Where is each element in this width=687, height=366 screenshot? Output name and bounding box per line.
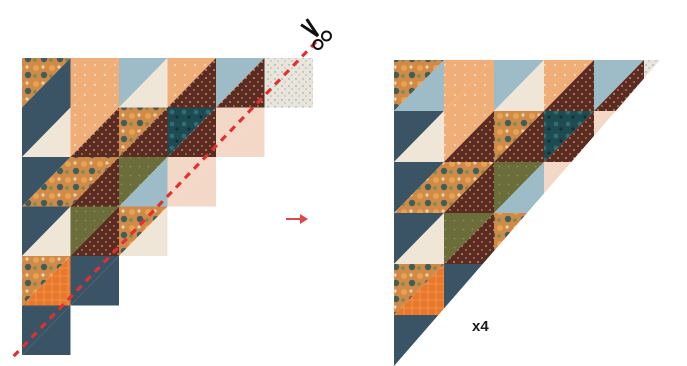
right-block-r0-c1-bottom-triangle bbox=[444, 60, 494, 111]
count-label: x4 bbox=[472, 318, 489, 335]
right-block-r3-c0-bottom-triangle bbox=[394, 213, 444, 264]
right-block-r1-c0-bottom-triangle bbox=[394, 111, 444, 162]
right-block-r1-c3-bottom-triangle bbox=[544, 111, 594, 162]
left-block-r2-c1-bottom-triangle bbox=[70, 157, 119, 207]
left-block-r1-c2-bottom-triangle bbox=[119, 107, 168, 157]
left-block-r0-c5-bottom-triangle bbox=[264, 58, 313, 108]
left-block-r4-c1-bottom-triangle bbox=[70, 256, 119, 306]
right-block-r0-c2-bottom-triangle bbox=[494, 60, 544, 111]
right-block-r0-c0-bottom-triangle bbox=[394, 60, 444, 111]
left-block-r1-c4-bottom-triangle bbox=[216, 107, 265, 157]
scissors-icon bbox=[300, 18, 332, 50]
left-block-r0-c0-bottom-triangle bbox=[22, 58, 71, 108]
left-block-r3-c1-bottom-triangle bbox=[70, 206, 119, 256]
right-block-r1-c4-top-triangle bbox=[594, 111, 644, 162]
left-block-r4-c0-bottom-triangle bbox=[22, 256, 71, 306]
right-block-r2-c2-bottom-triangle bbox=[494, 162, 544, 213]
right-block-r0-c5-top-triangle bbox=[644, 60, 660, 111]
cut-line bbox=[8, 40, 318, 362]
arrow-right-icon bbox=[286, 214, 308, 224]
left-block-r1-c3-bottom-triangle bbox=[167, 107, 216, 157]
left-block-r3-c0-bottom-triangle bbox=[22, 206, 71, 256]
right-block-r0-c3-bottom-triangle bbox=[544, 60, 594, 111]
right-block-r1-c1-bottom-triangle bbox=[444, 111, 494, 162]
left-block-r1-c0-bottom-triangle bbox=[22, 107, 71, 157]
right-block-r1-c2-bottom-triangle bbox=[494, 111, 544, 162]
right-block-r2-c3-top-triangle bbox=[544, 162, 594, 213]
left-block-r3-c2-bottom-triangle bbox=[119, 206, 168, 256]
left-block-r0-c1-bottom-triangle bbox=[70, 58, 119, 108]
left-block-r0-c4-bottom-triangle bbox=[216, 58, 265, 108]
left-block-r0-c3-bottom-triangle bbox=[167, 58, 216, 108]
left-block-r0-c2-bottom-triangle bbox=[119, 58, 168, 108]
left-block-r5-c0-bottom-triangle bbox=[22, 305, 71, 355]
left-quilt-figure bbox=[22, 58, 313, 355]
right-block-r3-c1-bottom-triangle bbox=[444, 213, 494, 264]
right-block-r3-c2-top-triangle bbox=[494, 213, 544, 264]
left-block-r2-c0-bottom-triangle bbox=[22, 157, 71, 207]
left-block-r1-c1-bottom-triangle bbox=[70, 107, 119, 157]
left-block-r2-c2-bottom-triangle bbox=[119, 157, 168, 207]
right-block-r5-c0-top-triangle bbox=[394, 315, 444, 366]
right-block-r4-c1-top-triangle bbox=[444, 264, 494, 315]
right-block-r4-c0-bottom-triangle bbox=[394, 264, 444, 315]
left-block-r2-c3-bottom-triangle bbox=[167, 157, 216, 207]
right-block-r2-c0-bottom-triangle bbox=[394, 162, 444, 213]
right-block-r2-c1-bottom-triangle bbox=[444, 162, 494, 213]
right-quilt-figure bbox=[394, 60, 660, 366]
